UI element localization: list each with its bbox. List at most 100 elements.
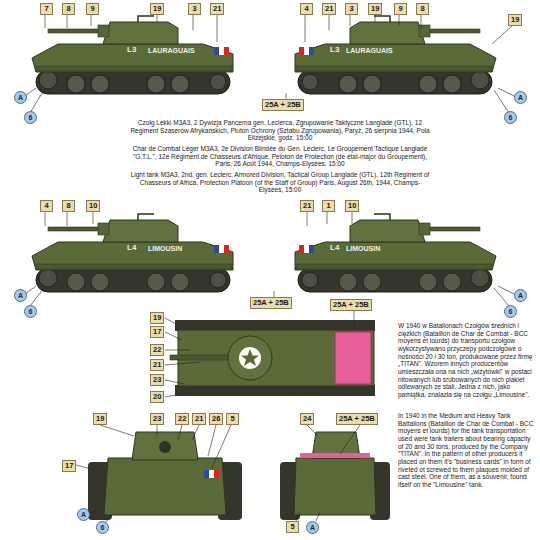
callout-number: 21	[192, 413, 206, 425]
callout-text: 6	[509, 114, 513, 121]
callout-number: 5	[286, 521, 299, 533]
callout-number: 3	[188, 3, 201, 15]
callout-number: 21	[300, 200, 314, 212]
caption-text: Czołg Lekki M3A3, 2 Dywizja Pancerna gen…	[130, 119, 429, 141]
callout-number: 4	[40, 200, 53, 212]
callout-text: 9	[398, 4, 402, 13]
callout-number: 20	[150, 391, 164, 403]
callout-number: 19	[150, 3, 164, 15]
callout-text: 21	[195, 414, 203, 423]
caption-text: Char de Combat Léger M3A3, 2e Division B…	[133, 145, 428, 167]
callout-number: 5	[226, 413, 239, 425]
callout-number: 9	[86, 3, 99, 15]
tank-marking: LAURAGUAIS	[346, 47, 393, 54]
callout-text: 23	[153, 375, 161, 384]
callout-circle: 6	[504, 305, 517, 318]
callout-text: 8	[66, 4, 70, 13]
callout-text: 5	[290, 522, 294, 531]
callout-text: 4	[44, 201, 48, 210]
callout-text: 7	[44, 4, 48, 13]
callout-text: 17	[65, 461, 73, 470]
callout-text: 19	[511, 15, 519, 24]
callout-number: 21	[322, 3, 336, 15]
callout-text: 8	[420, 4, 424, 13]
callout-circle: A	[306, 521, 319, 534]
note-text: In 1940 in the Medium and Heavy Tank Bat…	[398, 412, 533, 488]
callout-number: 8	[416, 3, 429, 15]
callout-text: 22	[178, 414, 186, 423]
callout-number: 19	[508, 14, 522, 26]
tank-marking: LIMOUSIN	[148, 245, 182, 252]
callout-number: 24	[300, 413, 314, 425]
callout-text: 21	[153, 360, 161, 369]
tank-marking: L3	[127, 45, 136, 54]
callout-text: 6	[29, 308, 33, 315]
caption-text: Light tank M3A3, 2nd. gen. Leclerc, Armo…	[131, 171, 430, 193]
callout-number: 21	[150, 359, 164, 371]
callout-number: 25A + 25B	[336, 413, 378, 425]
callout-circle: 6	[96, 521, 109, 534]
callout-circle: 6	[504, 111, 517, 124]
note-text-box: W 1940 w Batalionach Czołgów średnich i …	[398, 322, 535, 399]
callout-text: 26	[212, 414, 220, 423]
callout-text: 19	[153, 313, 161, 322]
callout-text: 19	[153, 4, 161, 13]
callout-number: 23	[150, 374, 164, 386]
callout-text: 19	[371, 4, 379, 13]
tank-marking-box: L3	[330, 45, 339, 54]
callout-circle: A	[514, 91, 527, 104]
caption-text-box: Light tank M3A3, 2nd. gen. Leclerc, Armo…	[128, 171, 432, 194]
callout-circle: 6	[24, 111, 37, 124]
callout-number: 26	[209, 413, 223, 425]
callout-text: 6	[509, 308, 513, 315]
callout-text: 21	[303, 201, 311, 210]
caption-text-box: Char de Combat Léger M3A3, 2e Division B…	[128, 145, 432, 168]
tank-marking-box: LIMOUSIN	[148, 245, 182, 253]
callout-text: 4	[304, 4, 308, 13]
tank-marking-box: LIMOUSIN	[346, 245, 380, 253]
callout-circle: A	[77, 508, 90, 521]
note-text-box: In 1940 in the Medium and Heavy Tank Bat…	[398, 412, 535, 489]
callout-text: A	[18, 94, 23, 101]
callout-text: A	[518, 292, 523, 299]
tank-marking: LAURAGUAIS	[148, 47, 195, 54]
callout-text: 8	[66, 201, 70, 210]
callout-number: 10	[86, 200, 100, 212]
caption-text-box: Czołg Lekki M3A3, 2 Dywizja Pancerna gen…	[128, 119, 432, 142]
callout-number: 21	[210, 3, 224, 15]
callout-number: 25A + 25B	[250, 297, 292, 309]
callout-text: 10	[348, 201, 356, 210]
callout-text: A	[18, 292, 23, 299]
callout-text: 1	[326, 201, 330, 210]
callout-circle: 6	[24, 305, 37, 318]
tank-marking-box: LAURAGUAIS	[148, 47, 195, 55]
callout-text: A	[518, 94, 523, 101]
tank-marking-box: L4	[330, 243, 339, 252]
callout-number: 3	[345, 3, 358, 15]
callout-text: 21	[325, 4, 333, 13]
callout-number: 19	[93, 413, 107, 425]
callout-text: 17	[153, 327, 161, 336]
callout-text: 24	[303, 414, 311, 423]
callout-text: 10	[89, 201, 97, 210]
callout-text: 21	[213, 4, 221, 13]
callout-text: 25A + 25B	[253, 298, 289, 307]
tank-marking-box: L3	[127, 45, 136, 54]
callout-number: 8	[62, 3, 75, 15]
callout-number: 7	[40, 3, 53, 15]
callout-number: 8	[62, 200, 75, 212]
callout-circle: A	[514, 289, 527, 302]
callout-number: 4	[300, 3, 313, 15]
callout-text: 25A + 25B	[339, 414, 375, 423]
callout-number: 10	[345, 200, 359, 212]
callout-number: 25A + 25B	[262, 99, 304, 111]
callout-number: 17	[150, 326, 164, 338]
callout-number: 25A + 25B	[330, 299, 372, 311]
callout-text: 9	[90, 4, 94, 13]
tank-marking-box: L4	[127, 243, 136, 252]
callout-number: 17	[62, 460, 76, 472]
tank-marking: LIMOUSIN	[346, 245, 380, 252]
callout-text: 3	[192, 4, 196, 13]
callout-text: 22	[153, 345, 161, 354]
callout-text: 23	[153, 414, 161, 423]
